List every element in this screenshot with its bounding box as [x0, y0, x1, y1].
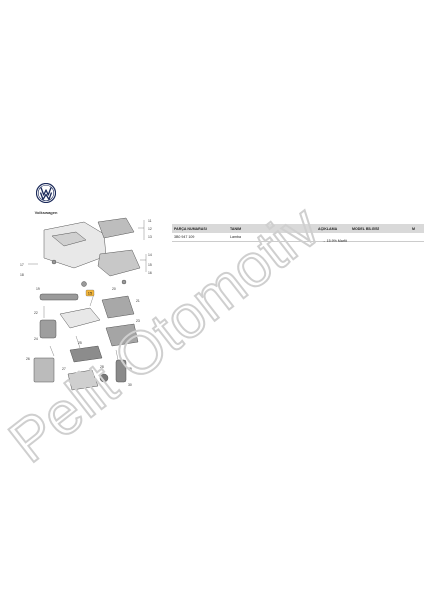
callout-label: 19	[36, 287, 40, 291]
callout-label: 17	[20, 263, 24, 267]
highlight-callout-box	[85, 289, 95, 297]
callout-label: 30	[128, 383, 132, 387]
sunroof-switch-part	[97, 217, 135, 239]
light-strip-part	[39, 293, 79, 301]
relay-box-part	[33, 357, 55, 383]
brand-block: Volkswagen	[28, 182, 64, 215]
header-part-number: PARÇA NUMARASI	[172, 224, 228, 233]
cell-notes	[316, 233, 350, 242]
callout-label: 21	[136, 299, 140, 303]
header-model-info: MODEL BİLGİSİ	[350, 224, 410, 233]
callout-label: 14	[148, 253, 152, 257]
bracket-part	[69, 345, 103, 363]
cell-part-number: 3B0 947 109	[172, 233, 228, 242]
header-extra: M	[410, 224, 424, 233]
control-module-part	[39, 319, 57, 339]
callout-label: 18	[20, 273, 24, 277]
callout-label: 24	[34, 337, 38, 341]
header-description: TANIM	[228, 224, 316, 233]
callout-labels: 11 12 13 14 15 16 17 18 19 20 21 22 23 2…	[20, 219, 152, 387]
callout-label: 22	[34, 311, 38, 315]
brand-name: Volkswagen	[34, 210, 58, 215]
parts-table: PARÇA NUMARASI TANIM AÇIKLAMA MODEL BİLG…	[172, 224, 424, 242]
cover-part	[67, 369, 99, 391]
connector-part	[115, 359, 127, 383]
table-row: 3B0 947 109 Lamba	[172, 233, 424, 242]
callout-label: 25	[78, 341, 82, 345]
table-note: → 15.9% Marfit	[322, 239, 347, 243]
callout-label: 26	[26, 357, 30, 361]
table-header-row: PARÇA NUMARASI TANIM AÇIKLAMA MODEL BİLG…	[172, 224, 424, 233]
reading-lamp-part	[59, 307, 101, 329]
callout-label: 28	[100, 365, 104, 369]
callout-label: 15	[148, 263, 152, 267]
callout-label: 20	[112, 287, 116, 291]
interior-lamp-part	[101, 295, 135, 319]
volkswagen-logo-icon	[35, 182, 57, 204]
callout-label: 12	[148, 227, 152, 231]
callout-label: 16	[148, 271, 152, 275]
cell-extra	[410, 233, 424, 242]
highlight-callout-label: 15	[88, 291, 93, 296]
parts-exploded-diagram: 15 11 12 13 14 15 16 17 18 19 20 21 22 2…	[20, 217, 152, 391]
cell-description: Lamba	[228, 233, 316, 242]
callout-label: 29	[128, 367, 132, 371]
switch-unit-part	[105, 323, 139, 347]
callout-label: 11	[148, 219, 152, 223]
header-notes: AÇIKLAMA	[316, 224, 350, 233]
callout-label: 27	[62, 367, 66, 371]
cell-model-info	[350, 233, 410, 242]
callout-label: 23	[136, 319, 140, 323]
lamp-housing-part	[97, 249, 141, 277]
bulb-part	[99, 373, 109, 383]
callout-label: 13	[148, 235, 152, 239]
